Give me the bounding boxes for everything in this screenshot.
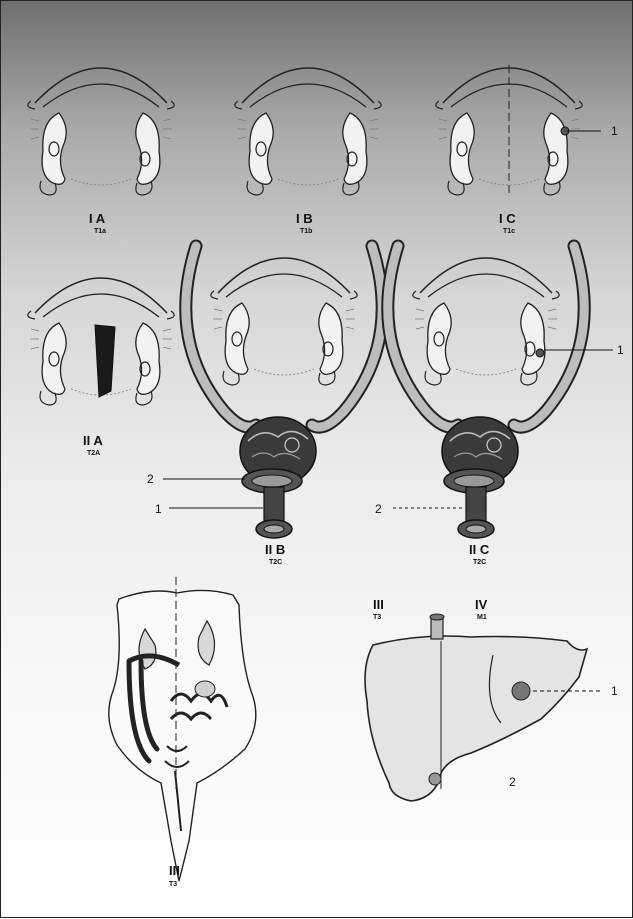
t-label-liver-M1: M1	[477, 614, 487, 621]
t-label-IIC: T2C	[473, 559, 486, 566]
panel-IIC-drawing	[388, 246, 584, 538]
t-label-IIA: T2A	[87, 450, 100, 457]
callout-2-iib: 2	[147, 472, 154, 486]
panel-IV-liver-drawing	[365, 614, 587, 801]
t-label-IA: T1a	[94, 228, 106, 235]
t-label-liver-T3: T3	[373, 614, 381, 621]
t-label-IIB: T2C	[269, 559, 282, 566]
stage-label-IA: I A	[89, 211, 106, 226]
stage-label-IB: I B	[296, 211, 313, 226]
panel-IB-drawing	[235, 68, 381, 195]
stage-label-IIC: II C	[469, 542, 490, 557]
panel-IA-drawing	[28, 68, 174, 195]
callout-1-iic: 1	[617, 343, 624, 357]
t-label-IC: T1c	[503, 228, 515, 235]
callout-1-iib: 1	[155, 502, 162, 516]
stage-label-IC: I C	[499, 211, 516, 226]
t-label-III: T3	[169, 881, 177, 888]
callout-2-liver: 2	[509, 775, 516, 789]
callout-1-ic: 1	[611, 124, 618, 138]
callout-2-iic: 2	[375, 502, 382, 516]
stage-label-IIB: II B	[265, 542, 285, 557]
stage-label-liver-III: III	[373, 597, 384, 612]
panel-III-abdomen-drawing	[109, 577, 256, 881]
panel-IIA-drawing	[28, 278, 174, 405]
callout-1-liver: 1	[611, 684, 618, 698]
t-label-IB: T1b	[300, 228, 312, 235]
panel-IC-drawing	[436, 65, 582, 197]
stage-label-liver-IV: IV	[475, 597, 488, 612]
stage-label-IIA: II A	[83, 433, 103, 448]
panel-IIB-drawing	[186, 246, 382, 538]
stage-label-III: III	[169, 863, 180, 878]
